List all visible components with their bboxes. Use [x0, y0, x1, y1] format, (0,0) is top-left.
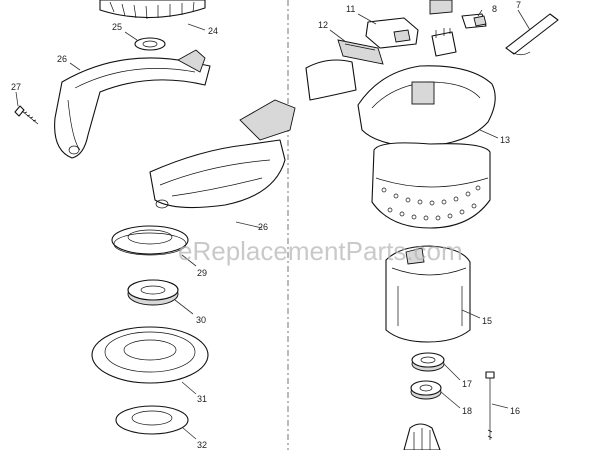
part-number-25: 25: [112, 22, 122, 32]
part-number-12: 12: [318, 20, 328, 30]
leader-line: [181, 381, 197, 395]
part-number-31: 31: [197, 394, 207, 404]
armature-part: [403, 423, 441, 450]
watermark-text: eReplacementParts.com: [178, 236, 463, 266]
leader-line: [461, 309, 481, 319]
terminal-block-part: [431, 28, 457, 57]
ring-part: [115, 405, 189, 435]
long-screw-part: [485, 371, 495, 440]
part-number-26-lower: 26: [258, 222, 268, 232]
leader-line: [491, 403, 509, 409]
part-number-7: 7: [516, 0, 521, 10]
part-number-13: 13: [500, 135, 510, 145]
leader-line: [357, 13, 377, 25]
fan-part: [99, 0, 206, 20]
washer-part: [134, 37, 166, 51]
field-stator-part: [385, 245, 471, 343]
leader-line: [174, 299, 194, 315]
leader-line: [69, 62, 81, 71]
ball-bearing-part: [127, 279, 179, 306]
guard-shell-part: [149, 99, 296, 209]
part-number-17: 17: [462, 379, 472, 389]
bearing-retainer-part: [111, 225, 189, 256]
terminal-part: [461, 13, 487, 29]
part-number-8: 8: [492, 4, 497, 14]
leader-line: [235, 221, 263, 229]
motor-housing-part: [357, 65, 496, 229]
pad-plate-part: [91, 326, 209, 384]
part-number-32: 32: [197, 440, 207, 450]
leader-line: [124, 31, 138, 41]
part-number-15: 15: [482, 316, 492, 326]
leader-line: [479, 129, 499, 139]
cord-part: [505, 13, 559, 56]
leader-line: [15, 91, 19, 107]
switch-lever-part: [337, 39, 384, 65]
connector-part: [429, 0, 453, 15]
switch-part: [365, 17, 419, 49]
leader-line: [187, 23, 206, 31]
screw-part: [14, 105, 39, 125]
leader-line: [517, 9, 531, 31]
leader-line: [329, 29, 347, 43]
guard-cover-part: [54, 49, 211, 159]
leader-line: [181, 254, 197, 267]
leader-line: [443, 363, 461, 381]
leader-line: [182, 427, 197, 440]
leader-line: [440, 391, 461, 409]
part-number-26-upper: 26: [57, 54, 67, 64]
part-number-18: 18: [462, 406, 472, 416]
part-number-30: 30: [196, 315, 206, 325]
part-number-11: 11: [346, 4, 355, 14]
part-number-27: 27: [11, 82, 21, 92]
leader-line: [477, 9, 483, 17]
bearing-18-part: [410, 380, 442, 400]
bearing-17-part: [411, 352, 445, 372]
ventilation-holes: [381, 185, 481, 221]
part-number-24: 24: [208, 26, 218, 36]
part-number-16: 16: [510, 406, 520, 416]
part-number-29: 29: [197, 268, 207, 278]
filter-part: [305, 59, 357, 101]
